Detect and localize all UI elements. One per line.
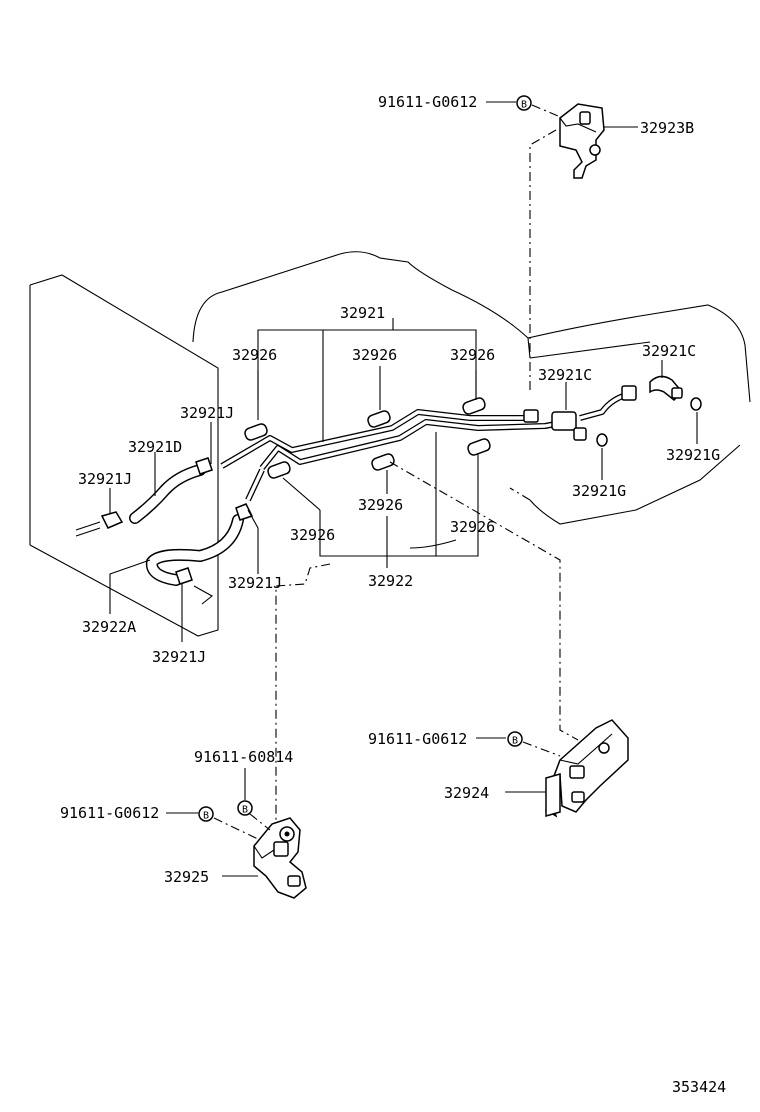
leader-dash-bracket-32925 (275, 563, 331, 820)
label-bracket-32923b: 32923B (640, 119, 694, 137)
bolt-lower-left-symbol: B (198, 806, 214, 822)
label-grommet-3: 32926 (450, 346, 495, 364)
label-hose-32922a: 32922A (82, 618, 136, 636)
label-union-c-right: 32921C (642, 342, 696, 360)
leader-dash-bolt-mid-right (522, 741, 561, 757)
leader-dash-bolt-lower-top (249, 813, 271, 831)
diagram-number: 353424 (672, 1078, 726, 1096)
label-bolt-lower-top: 91611-60814 (194, 748, 293, 766)
label-bolt-mid-right: 91611-G0612 (368, 730, 467, 748)
bolt-lower-left-marker: B (203, 811, 209, 822)
bracket-32924 (545, 719, 629, 818)
leader-lines (109, 318, 698, 642)
label-grommet-6: 32926 (450, 518, 495, 536)
label-clip-lower: 32921J (152, 648, 206, 666)
leader-dash-top-bracket (529, 129, 557, 392)
label-gasket-right: 32921G (666, 446, 720, 464)
bolt-top-marker: B (521, 100, 527, 111)
bracket-32925 (253, 817, 307, 899)
fuel-tube-main (220, 375, 702, 502)
body-panel-outlines (29, 251, 751, 637)
label-grommet-2: 32926 (352, 346, 397, 364)
label-bracket-32925: 32925 (164, 868, 209, 886)
label-gasket-mid: 32921G (572, 482, 626, 500)
leader-dash-bolt-top (531, 104, 559, 117)
part-labels: 91611-G0612 32923B 32921 32926 32926 329… (60, 93, 726, 1096)
bolt-mid-right-marker: B (512, 736, 518, 747)
hose-32922a (145, 503, 254, 605)
label-clip-upper: 32921J (180, 404, 234, 422)
label-bolt-lower-left: 91611-G0612 (60, 804, 159, 822)
label-grommet-5: 32926 (358, 496, 403, 514)
label-bracket-32924: 32924 (444, 784, 489, 802)
leader-dash-bolt-lower-left (213, 817, 261, 841)
bracket-32923b (559, 103, 605, 179)
label-tube-32922: 32922 (368, 572, 413, 590)
grommets-32926 (244, 397, 491, 479)
label-grommet-1: 32926 (232, 346, 277, 364)
label-bolt-top: 91611-G0612 (378, 93, 477, 111)
bolt-lower-top-marker: B (242, 805, 248, 816)
label-tube-32921: 32921 (340, 304, 385, 322)
bolt-mid-right-symbol: B (507, 731, 523, 747)
label-union-c-mid: 32921C (538, 366, 592, 384)
label-hose-32921d: 32921D (128, 438, 182, 456)
bolt-top-symbol: B (516, 95, 532, 111)
label-clip-left: 32921J (78, 470, 132, 488)
label-clip-mid: 32921J (228, 574, 282, 592)
bolt-lower-top-symbol: B (237, 800, 253, 816)
label-grommet-4: 32926 (290, 526, 335, 544)
hose-32921d (75, 457, 213, 537)
leader-dash-bracket-32924 (389, 461, 579, 741)
